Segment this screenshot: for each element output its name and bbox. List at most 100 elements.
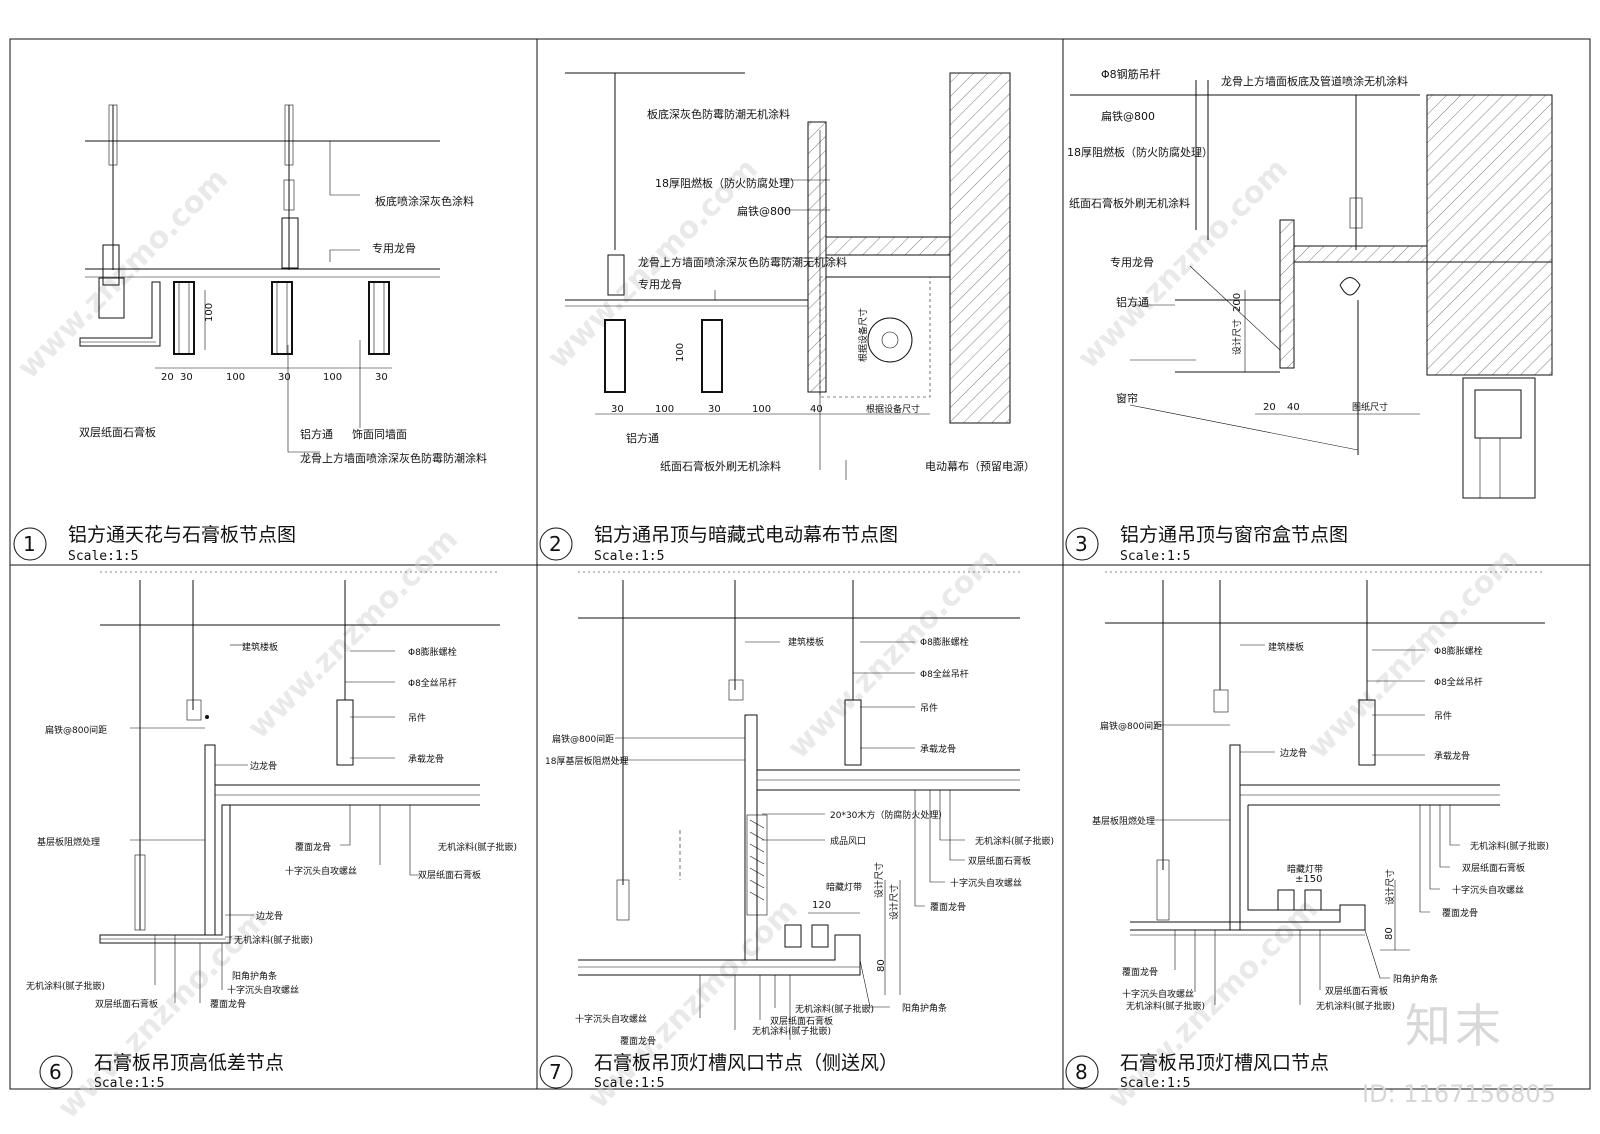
panel-scale: Scale:1:5 — [1120, 549, 1190, 564]
panel-7-drawing — [578, 571, 1020, 1040]
label: 18厚基层板阻燃处理 — [545, 755, 628, 767]
label: 覆面龙骨 — [1122, 966, 1158, 978]
label: 无机涂料(腻子批嵌) — [1126, 1000, 1205, 1012]
label: 无机涂料(腻子批嵌) — [975, 835, 1054, 847]
panel-scale: Scale:1:5 — [94, 1076, 164, 1091]
panel-title: 铝方通天花与石膏板节点图 — [68, 523, 296, 546]
dim-text: 30 — [278, 372, 291, 383]
detail-number-circle — [539, 1055, 573, 1089]
label: 板底喷涂深灰色涂料 — [375, 194, 474, 208]
watermark-text: www.znzmo.com — [1071, 152, 1295, 376]
dim-text: 40 — [1287, 402, 1300, 413]
title-block-7: 7 石膏板吊顶灯槽风口节点（侧送风） Scale:1:5 — [539, 1051, 898, 1091]
label: 吊件 — [408, 712, 426, 724]
panel-7-labels: 建筑楼板 Φ8膨胀螺栓 Φ8全丝吊杆 吊件 扁铁@800间距 18厚基层板阻燃处… — [545, 636, 1054, 1047]
panel-8-labels: 建筑楼板 Φ8膨胀螺栓 Φ8全丝吊杆 吊件 扁铁@800间距 承载龙骨 边龙骨 … — [1092, 641, 1549, 1012]
label: 扁铁@800 — [737, 205, 791, 218]
panel-3-labels: Φ8钢筋吊杆 龙骨上方墙面板底及管道喷涂无机涂料 扁铁@800 18厚阻燃板（防… — [1067, 67, 1408, 413]
label: 暗藏灯带 — [1287, 863, 1323, 875]
detail-number: 3 — [1075, 532, 1088, 556]
label: 根据设备尺寸 — [866, 403, 920, 415]
label: 成品风口 — [830, 835, 866, 847]
label: 覆面龙骨 — [295, 841, 331, 853]
label: 暗藏灯带 — [826, 881, 862, 893]
label: 基层板阻燃处理 — [1092, 815, 1155, 827]
label: Φ8全丝吊杆 — [408, 677, 457, 689]
dim-text: 100 — [204, 303, 215, 322]
panel-3-drawing — [1070, 80, 1553, 499]
label: 无机涂料(腻子批嵌) — [1470, 840, 1549, 852]
label: 承载龙骨 — [920, 743, 956, 755]
label: 无机涂料(腻子批嵌) — [795, 1003, 874, 1015]
title-block-6: 6 石膏板吊顶高低差节点 Scale:1:5 — [39, 1051, 284, 1091]
label: 龙骨上方墙面板底及管道喷涂无机涂料 — [1221, 74, 1408, 88]
label: 龙骨上方墙面喷涂深灰色防霉防潮无机涂料 — [638, 255, 847, 269]
label: 建筑楼板 — [242, 641, 278, 653]
label: 18厚阻燃板（防火防腐处理） — [655, 176, 801, 190]
dim-text: 120 — [812, 900, 831, 911]
label: 双层纸面石膏板 — [418, 869, 481, 881]
detail-number-circle — [39, 1055, 73, 1089]
title-block-1: 1 铝方通天花与石膏板节点图 Scale:1:5 — [13, 523, 296, 564]
label: 无机涂料(腻子批嵌) — [438, 841, 517, 853]
panel-title: 铝方通吊顶与暗藏式电动幕布节点图 — [594, 524, 898, 546]
label: 覆面龙骨 — [930, 901, 966, 913]
dim-text: 80 — [1384, 927, 1395, 940]
title-block-8: 8 石膏板吊顶灯槽风口节点 Scale:1:5 — [1065, 1051, 1329, 1091]
sheet-frame — [9, 38, 1591, 1090]
label: 双层纸面石膏板 — [95, 998, 158, 1010]
dim-text: 100 — [323, 372, 342, 383]
label: 无机涂料(腻子批嵌) — [26, 980, 105, 992]
label: Φ8钢筋吊杆 — [1101, 67, 1161, 81]
label: 设计尺寸 — [888, 884, 900, 920]
panel-scale: Scale:1:5 — [68, 549, 138, 564]
label: 专用龙骨 — [1110, 255, 1154, 269]
label: 电动幕布（预留电源） — [925, 459, 1035, 473]
label: 图纸尺寸 — [1352, 401, 1388, 413]
label: 双层纸面石膏板 — [968, 855, 1031, 867]
panel-6-drawing — [99, 571, 500, 1003]
panel-1-labels: 板底喷涂深灰色涂料 专用龙骨 双层纸面石膏板 铝方通 饰面同墙面 龙骨上方墙面喷… — [79, 194, 487, 465]
label: 建筑楼板 — [788, 636, 824, 648]
dim-text: 80 — [876, 959, 887, 972]
label: 双层纸面石膏板 — [79, 425, 156, 439]
label: 十字沉头自攻螺丝 — [1452, 884, 1524, 896]
label: 边龙骨 — [1280, 747, 1307, 759]
panel-6-labels: 建筑楼板 Φ8膨胀螺栓 Φ8全丝吊杆 吊件 扁铁@800间距 承载龙骨 边龙骨 … — [26, 641, 517, 1010]
label: 覆面龙骨 — [620, 1035, 656, 1047]
label: 边龙骨 — [250, 760, 277, 772]
label: 龙骨上方墙面喷涂深灰色防霉防潮涂料 — [300, 451, 487, 465]
label: 覆面龙骨 — [210, 998, 246, 1010]
label: 无机涂料(腻子批嵌) — [752, 1025, 831, 1037]
detail-number: 1 — [23, 532, 36, 556]
panel-title: 石膏板吊顶灯槽风口节点 — [1120, 1051, 1329, 1074]
label: 阳角护角条 — [232, 970, 277, 982]
label: 双层纸面石膏板 — [1462, 862, 1525, 874]
label: 铝方通 — [626, 431, 659, 445]
label: 纸面石膏板外刷无机涂料 — [660, 459, 781, 473]
watermark-text: www.znzmo.com — [11, 162, 235, 386]
label: 无机涂料(腻子批嵌) — [1316, 1000, 1395, 1012]
detail-number-circle — [13, 527, 47, 561]
watermark-text: www.znzmo.com — [1301, 542, 1525, 766]
title-block-2: 2 铝方通吊顶与暗藏式电动幕布节点图 Scale:1:5 — [539, 524, 898, 564]
dim-text: 100 — [226, 372, 245, 383]
detail-number: 6 — [49, 1060, 62, 1084]
panel-title: 铝方通吊顶与窗帘盒节点图 — [1120, 524, 1348, 546]
label: 建筑楼板 — [1268, 641, 1304, 653]
label: Φ8膨胀螺栓 — [408, 646, 457, 658]
detail-number-circle — [539, 527, 573, 561]
label: Φ8全丝吊杆 — [1434, 676, 1483, 688]
label: 双层纸面石膏板 — [770, 1015, 833, 1027]
label: Φ8膨胀螺栓 — [920, 636, 969, 648]
label: 设计尺寸 — [873, 862, 885, 898]
dim-text: 100 — [655, 404, 674, 415]
label: Φ8全丝吊杆 — [920, 668, 969, 680]
panel-scale: Scale:1:5 — [594, 1076, 664, 1091]
dim-text: 20 — [161, 372, 174, 383]
detail-number-circle — [1065, 1055, 1099, 1089]
dim-text: 200 — [1232, 293, 1243, 312]
label: 根据设备尺寸 — [857, 308, 869, 362]
label: 承载龙骨 — [408, 753, 444, 765]
